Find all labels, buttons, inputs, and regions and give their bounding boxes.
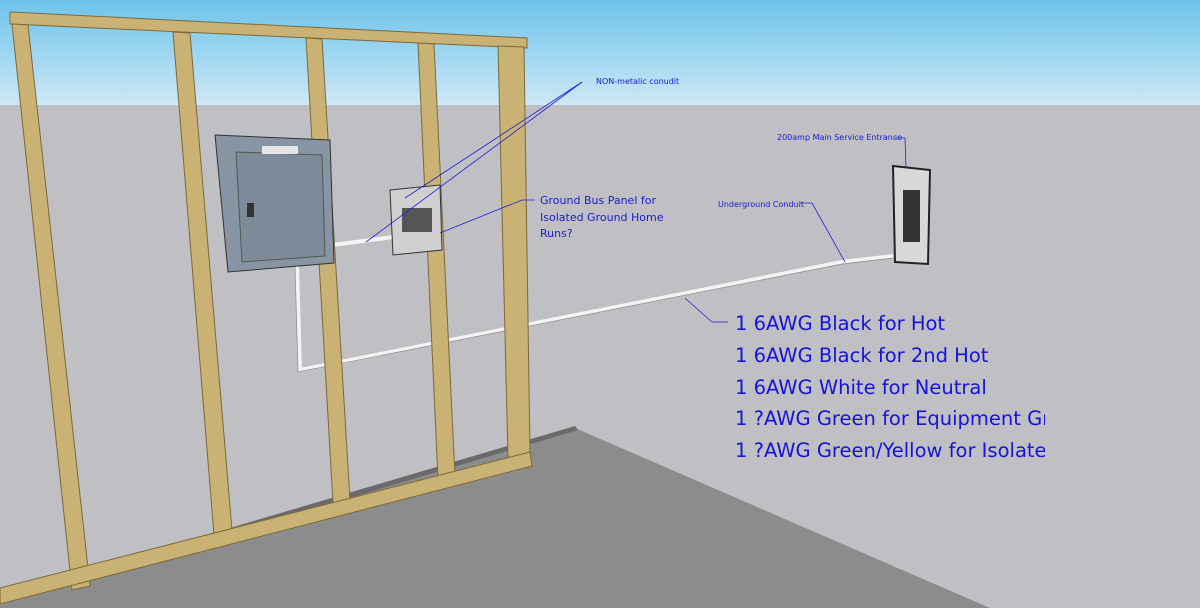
label-service-entrance: 200amp Main Service Entrance — [777, 133, 903, 142]
wire-item: 1 6AWG Black for Hot — [735, 312, 946, 335]
conduit-outline — [294, 257, 894, 373]
leader-lines — [365, 81, 907, 323]
floor — [0, 428, 990, 608]
label-line: Ground Bus Panel for — [540, 194, 656, 207]
conduits — [295, 235, 894, 373]
label-ground-bus: Ground Bus Panel for Isolated Ground Hom… — [540, 193, 664, 243]
label-underground-conduit: Underground Conduit — [718, 200, 804, 209]
wire-list: 1 6AWG Black for Hot 1 6AWG Black for 2n… — [735, 308, 1045, 467]
ground-bus-panel — [389, 184, 443, 256]
wire-item: 1 6AWG Black for 2nd Hot — [735, 343, 989, 367]
label-line: Isolated Ground Home — [540, 210, 664, 224]
label-line: Runs? — [540, 227, 573, 240]
wall-frame — [0, 11, 533, 605]
label-conduit-note: NON-metalic conudit — [596, 77, 680, 86]
wire-item: 1 ?AWG Green for Equipment Gr — [735, 407, 1045, 431]
main-panel — [214, 134, 335, 273]
wire-item: 1 ?AWG Green/Yellow for Isolate — [735, 439, 1045, 463]
service-entrance-panel — [891, 164, 932, 266]
wire-item: 1 6AWG White for Neutral — [735, 375, 987, 399]
sky — [0, 0, 1200, 105]
